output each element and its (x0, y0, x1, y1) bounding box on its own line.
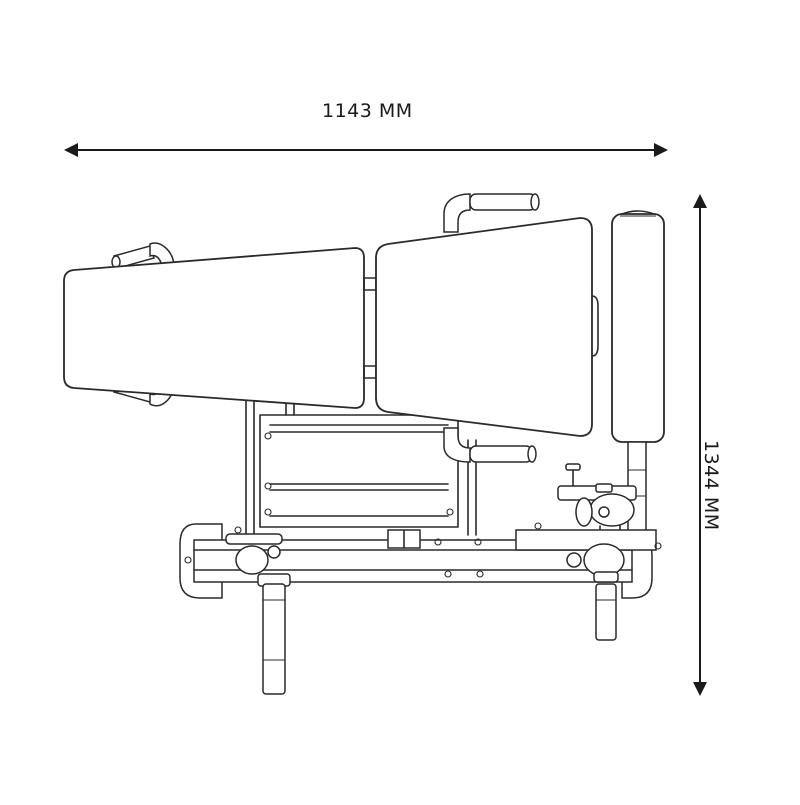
seat-pad (375, 217, 593, 437)
height-dimension-arrow (693, 194, 707, 696)
width-dimension-label: 1143 MM (322, 100, 413, 122)
height-dimension-label: 1344 MM (700, 440, 722, 531)
rear-frame (245, 399, 477, 536)
adjustment-knob (557, 463, 637, 533)
lower-right-handle (443, 427, 537, 463)
base-frame (179, 522, 662, 599)
width-dimension-arrow (64, 143, 668, 157)
back-pad (63, 247, 365, 409)
pad-hinge (363, 277, 377, 379)
front-leg (262, 583, 286, 695)
foot-roller-pad (611, 210, 665, 443)
rear-leg (595, 583, 617, 641)
upper-right-handle (443, 193, 540, 233)
